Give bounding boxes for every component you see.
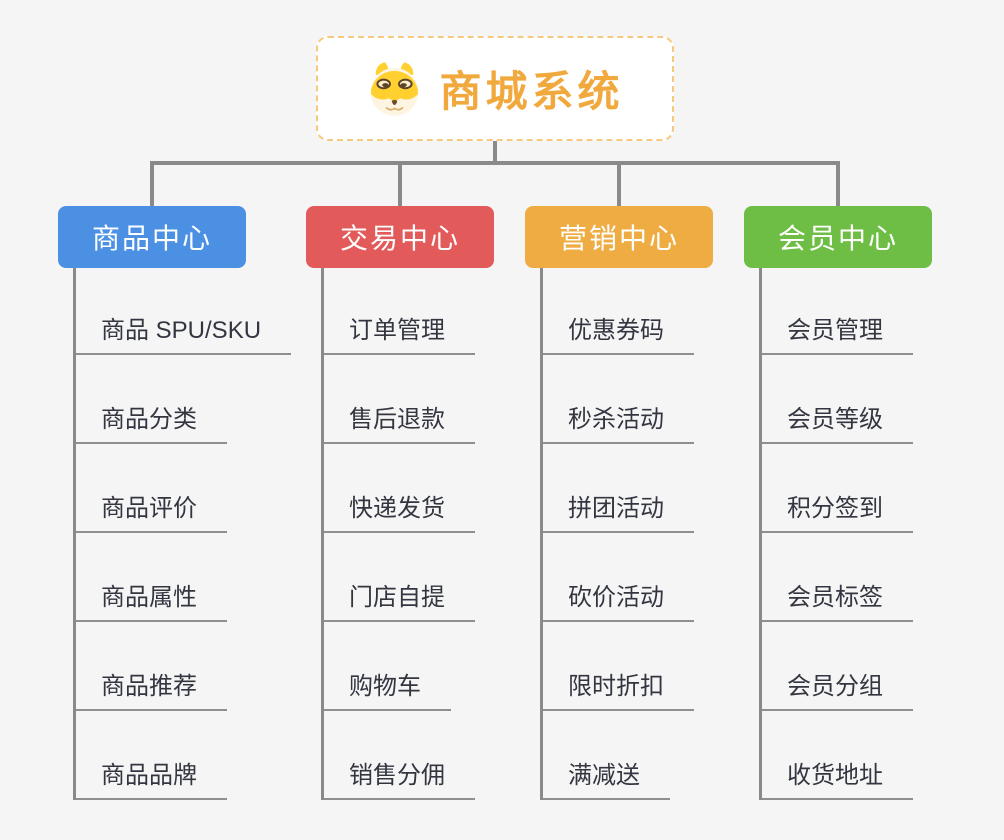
branch-node-trade-center[interactable]: 交易中心 bbox=[306, 206, 494, 268]
shiba-dog-icon bbox=[371, 62, 419, 116]
tree-item-row: 收货地址 bbox=[762, 711, 913, 800]
tree-item[interactable]: 快递发货 bbox=[324, 488, 475, 533]
branch-node-product-center[interactable]: 商品中心 bbox=[58, 206, 246, 268]
tree-item[interactable]: 会员分组 bbox=[762, 666, 913, 711]
tree-item[interactable]: 订单管理 bbox=[324, 310, 475, 355]
tree-item[interactable]: 会员管理 bbox=[762, 310, 913, 355]
tree-item[interactable]: 拼团活动 bbox=[543, 488, 694, 533]
branch-item-list: 优惠券码 秒杀活动 拼团活动 砍价活动 限时折扣 满减送 bbox=[540, 268, 694, 800]
tree-item[interactable]: 购物车 bbox=[324, 666, 451, 711]
tree-item-row: 砍价活动 bbox=[543, 533, 694, 622]
tree-item-row: 会员等级 bbox=[762, 355, 913, 444]
tree-item-row: 销售分佣 bbox=[324, 711, 475, 800]
tree-item-row: 秒杀活动 bbox=[543, 355, 694, 444]
branch-connector-horizontal bbox=[150, 161, 840, 165]
tree-item[interactable]: 砍价活动 bbox=[543, 577, 694, 622]
tree-item-row: 商品评价 bbox=[76, 444, 291, 533]
tree-item[interactable]: 售后退款 bbox=[324, 399, 475, 444]
branch-connector-drop bbox=[617, 161, 621, 206]
tree-item-row: 商品 SPU/SKU bbox=[76, 268, 292, 355]
tree-item[interactable]: 会员标签 bbox=[762, 577, 913, 622]
tree-item[interactable]: 商品品牌 bbox=[76, 755, 227, 800]
tree-item-row: 会员标签 bbox=[762, 533, 913, 622]
branch-node-member-center[interactable]: 会员中心 bbox=[744, 206, 932, 268]
tree-item-row: 订单管理 bbox=[324, 268, 475, 355]
tree-item-row: 限时折扣 bbox=[543, 622, 694, 711]
tree-item[interactable]: 收货地址 bbox=[762, 755, 913, 800]
tree-item[interactable]: 销售分佣 bbox=[324, 755, 475, 800]
tree-item[interactable]: 限时折扣 bbox=[543, 666, 694, 711]
tree-item-row: 会员分组 bbox=[762, 622, 913, 711]
branch-item-list: 商品 SPU/SKU 商品分类 商品评价 商品属性 商品推荐 商品品牌 bbox=[73, 268, 292, 800]
branch-connector-drop bbox=[150, 161, 154, 206]
tree-item[interactable]: 门店自提 bbox=[324, 577, 475, 622]
branch-column-member-center: 会员中心 会员管理 会员等级 积分签到 会员标签 会员分组 收货地址 bbox=[744, 206, 932, 800]
tree-item[interactable]: 优惠券码 bbox=[543, 310, 694, 355]
tree-item-row: 商品推荐 bbox=[76, 622, 291, 711]
tree-item-row: 购物车 bbox=[324, 622, 475, 711]
tree-item-row: 快递发货 bbox=[324, 444, 475, 533]
root-title: 商城系统 bbox=[439, 68, 624, 115]
branch-item-list: 会员管理 会员等级 积分签到 会员标签 会员分组 收货地址 bbox=[759, 268, 913, 800]
tree-item[interactable]: 商品推荐 bbox=[76, 666, 227, 711]
root-connector-stub bbox=[493, 140, 497, 163]
branch-node-marketing-center[interactable]: 营销中心 bbox=[525, 206, 713, 268]
tree-item[interactable]: 商品评价 bbox=[76, 488, 227, 533]
tree-item[interactable]: 满减送 bbox=[543, 755, 670, 800]
branch-column-trade-center: 交易中心 订单管理 售后退款 快递发货 门店自提 购物车 销售分佣 bbox=[306, 206, 494, 800]
tree-item-row: 商品分类 bbox=[76, 355, 291, 444]
tree-item[interactable]: 商品属性 bbox=[76, 577, 227, 622]
tree-item-row: 会员管理 bbox=[762, 268, 913, 355]
branch-column-product-center: 商品中心 商品 SPU/SKU 商品分类 商品评价 商品属性 商品推荐 商品品牌 bbox=[58, 206, 292, 800]
tree-item[interactable]: 积分签到 bbox=[762, 488, 913, 533]
tree-item-row: 门店自提 bbox=[324, 533, 475, 622]
root-node[interactable]: 商城系统 bbox=[316, 36, 674, 141]
tree-item-row: 商品属性 bbox=[76, 533, 291, 622]
tree-item[interactable]: 秒杀活动 bbox=[543, 399, 694, 444]
tree-item-row: 优惠券码 bbox=[543, 268, 694, 355]
branch-connector-drop bbox=[836, 161, 840, 206]
tree-item-row: 积分签到 bbox=[762, 444, 913, 533]
branch-item-list: 订单管理 售后退款 快递发货 门店自提 购物车 销售分佣 bbox=[321, 268, 475, 800]
branch-connector-drop bbox=[398, 161, 402, 206]
tree-item-row: 售后退款 bbox=[324, 355, 475, 444]
tree-item[interactable]: 商品 SPU/SKU bbox=[76, 310, 292, 355]
tree-item-row: 满减送 bbox=[543, 711, 694, 800]
tree-item[interactable]: 商品分类 bbox=[76, 399, 227, 444]
tree-item[interactable]: 会员等级 bbox=[762, 399, 913, 444]
branch-column-marketing-center: 营销中心 优惠券码 秒杀活动 拼团活动 砍价活动 限时折扣 满减送 bbox=[525, 206, 713, 800]
tree-item-row: 商品品牌 bbox=[76, 711, 291, 800]
tree-item-row: 拼团活动 bbox=[543, 444, 694, 533]
